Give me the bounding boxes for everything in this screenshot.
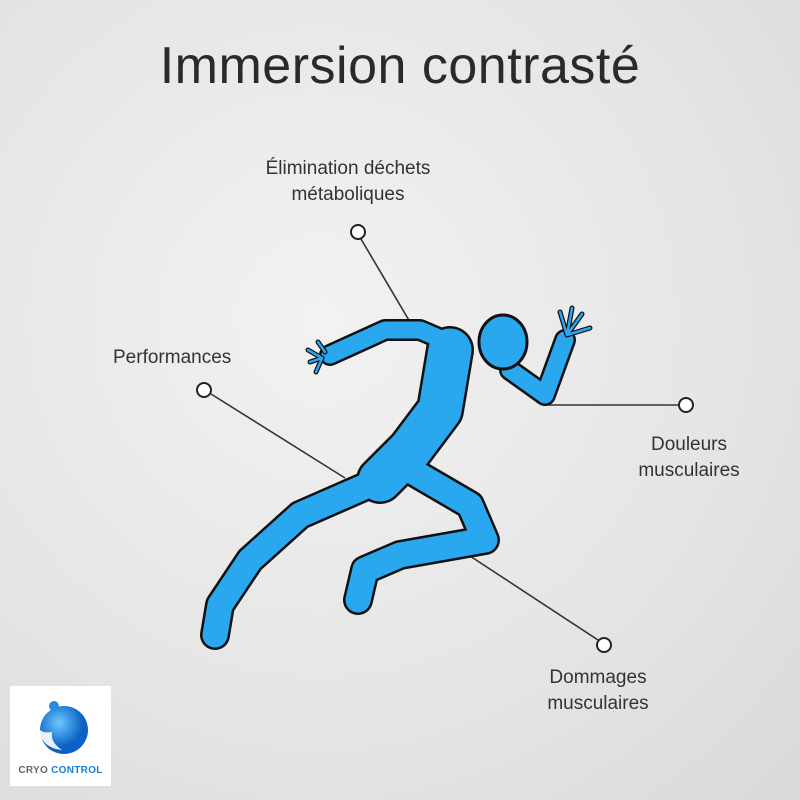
connector-performances xyxy=(210,393,346,479)
label-elimination: Élimination déchets métaboliques xyxy=(250,156,446,208)
label-dommages: Dommages musculaires xyxy=(528,665,668,717)
logo-word-control: CONTROL xyxy=(51,765,103,776)
dot-elimination xyxy=(350,224,366,240)
label-douleurs: Douleurs musculaires xyxy=(620,432,758,484)
connector-elimination xyxy=(360,238,411,323)
runner-head xyxy=(477,313,529,371)
logo-word-cryo: CRYO xyxy=(18,765,49,776)
label-elimination-line2: métaboliques xyxy=(291,184,405,205)
connector-dots xyxy=(196,224,694,653)
dot-dommages xyxy=(596,637,612,653)
dot-performances xyxy=(196,382,212,398)
hands xyxy=(306,306,592,374)
label-performances: Performances xyxy=(113,347,232,368)
runner-body xyxy=(202,321,574,648)
label-elimination-line1: Élimination déchets xyxy=(265,158,431,179)
connector-dommages xyxy=(469,555,599,641)
runner-figure xyxy=(200,305,593,650)
label-douleurs-line2: musculaires xyxy=(638,460,740,481)
logo-text: CRYO CONTROL xyxy=(10,765,111,776)
page-title: Immersion contrasté xyxy=(159,37,641,95)
logo-drop-icon xyxy=(38,701,88,754)
cryocontrol-logo: CRYO CONTROL xyxy=(10,686,111,786)
dot-douleurs xyxy=(678,397,694,413)
label-dommages-line2: musculaires xyxy=(547,693,649,714)
label-douleurs-line1: Douleurs xyxy=(650,434,728,455)
label-dommages-line1: Dommages xyxy=(549,667,647,688)
connector-lines xyxy=(210,238,679,641)
